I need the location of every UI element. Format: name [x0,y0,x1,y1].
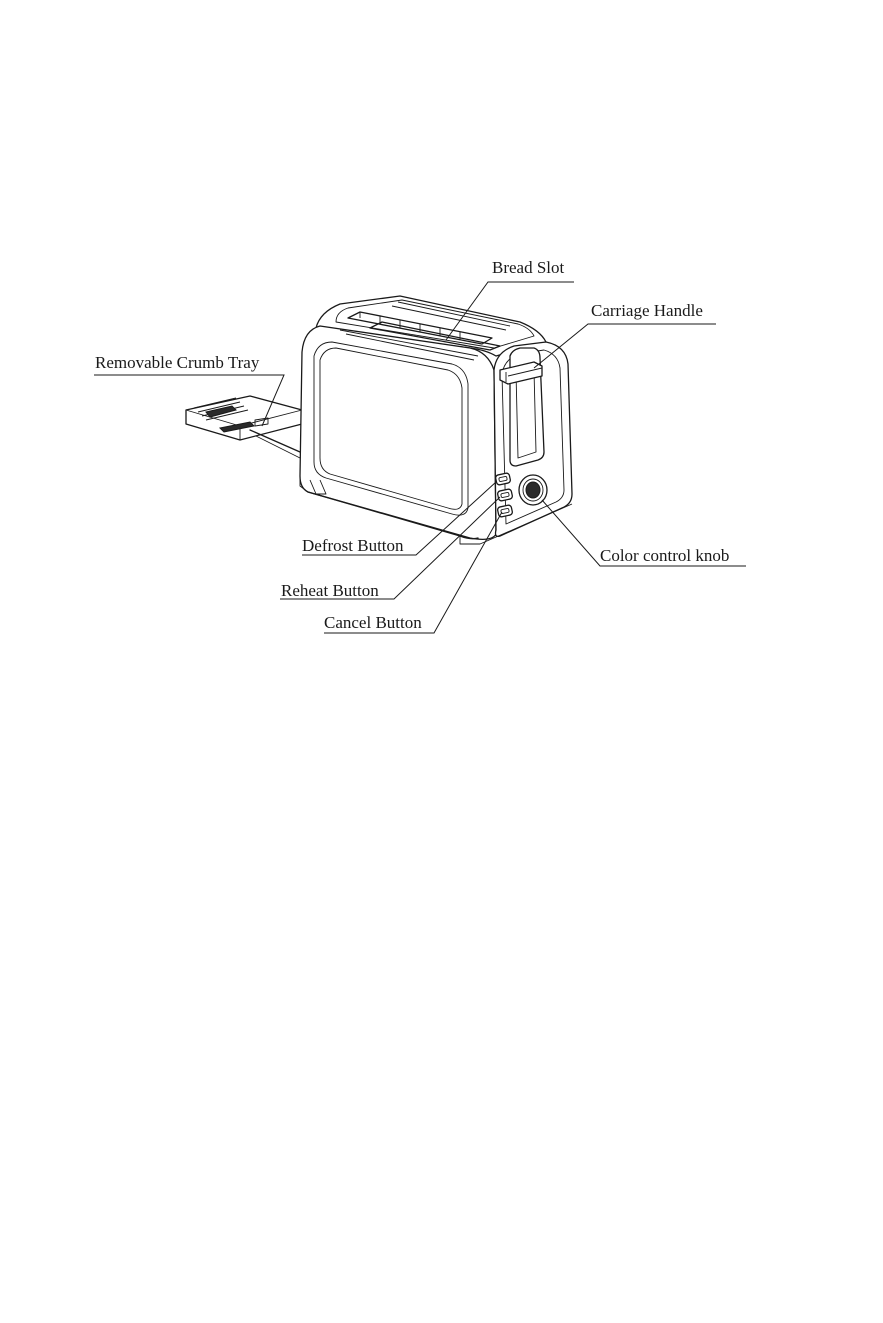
label-cancel-button: Cancel Button [324,613,422,632]
label-reheat-button: Reheat Button [281,581,379,600]
label-carriage-handle: Carriage Handle [591,301,703,320]
control-buttons [495,473,513,518]
crumb-tray [186,396,302,458]
label-removable-crumb-tray: Removable Crumb Tray [95,353,260,372]
toaster-illustration [186,296,572,544]
label-bread-slot: Bread Slot [492,258,565,277]
label-color-control-knob: Color control knob [600,546,729,565]
label-defrost-button: Defrost Button [302,536,404,555]
